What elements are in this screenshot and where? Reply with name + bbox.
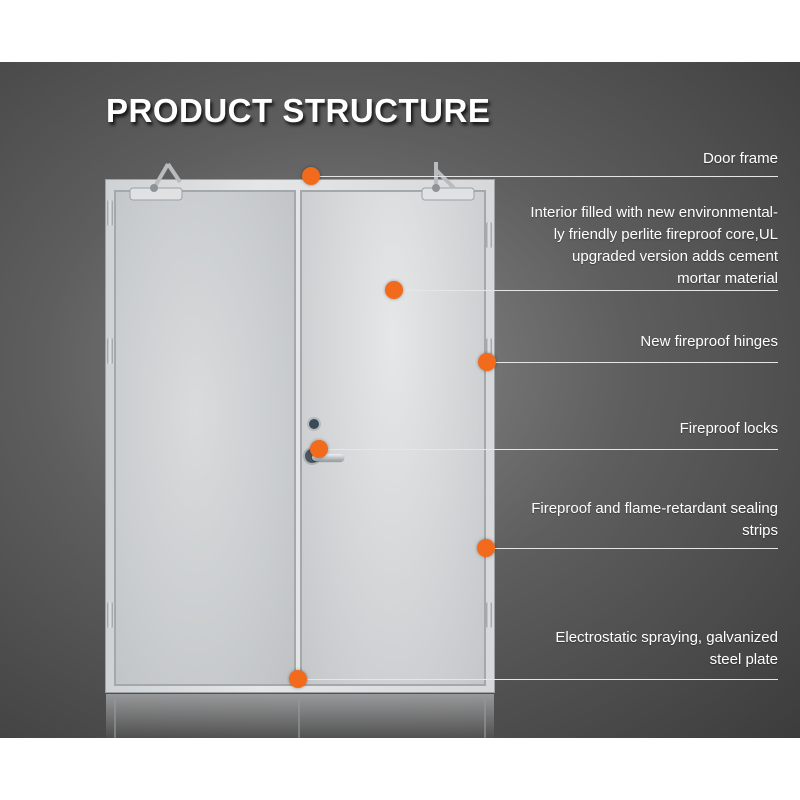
right-door-leaf <box>300 190 486 686</box>
page-title: PRODUCT STRUCTURE <box>106 92 491 129</box>
reflection-line <box>484 700 486 738</box>
callout-label-door-frame: Door frame <box>703 148 778 170</box>
callout-line: Door frame <box>702 150 778 167</box>
floor-reflection <box>106 694 494 738</box>
hotspot-hinges[interactable] <box>478 353 496 371</box>
leader-line-steel-plate <box>298 679 778 680</box>
hotspot-steel-plate[interactable] <box>289 670 307 688</box>
left-door-closer-icon <box>129 162 183 201</box>
callout-line: upgraded version adds cement <box>572 248 778 265</box>
leader-line-core <box>394 290 778 291</box>
lever-handle-icon <box>312 454 344 461</box>
leader-line-locks <box>319 449 778 450</box>
callout-line: Interior filled with new environmental- <box>530 204 778 221</box>
callout-line: Fireproof and flame-retardant sealing <box>531 500 778 517</box>
hotspot-sealing-strips[interactable] <box>477 539 495 557</box>
hinge-icon <box>107 338 113 364</box>
leader-line-sealing-strips <box>486 548 778 549</box>
right-door-closer-icon <box>421 162 475 201</box>
hinge-icon <box>486 338 492 364</box>
hotspot-core[interactable] <box>385 281 403 299</box>
hinge-icon <box>486 602 492 628</box>
callout-label-steel-plate: Electrostatic spraying, galvanized steel… <box>555 627 778 671</box>
callout-label-hinges: New fireproof hinges <box>640 331 778 353</box>
diagram-panel: PRODUCT STRUCTURE Door frame <box>0 62 800 738</box>
callout-line: ly friendly perlite fireproof core,UL <box>553 226 778 243</box>
callout-line: mortar material <box>677 270 778 287</box>
callout-label-sealing-strips: Fireproof and flame-retardant sealing st… <box>531 498 778 542</box>
reflection-line <box>298 700 300 738</box>
hinge-icon <box>107 602 113 628</box>
callout-line: steel plate <box>709 651 778 668</box>
hotspot-door-frame[interactable] <box>302 167 320 185</box>
callout-line: strips <box>742 522 778 539</box>
hotspot-locks[interactable] <box>310 440 328 458</box>
callout-line: Fireproof locks <box>679 420 778 437</box>
leader-line-hinges <box>487 362 778 363</box>
hinge-icon <box>486 222 492 248</box>
callout-label-core: Interior filled with new environmental- … <box>530 202 778 290</box>
left-door-leaf <box>114 190 296 686</box>
leader-line-door-frame <box>311 176 778 177</box>
callout-line: Electrostatic spraying, galvanized <box>555 629 778 646</box>
lock-cylinder-icon <box>309 419 319 429</box>
hinge-icon <box>107 200 113 226</box>
callout-label-locks: Fireproof locks <box>680 418 778 440</box>
callout-line: New fireproof hinges <box>640 333 778 350</box>
reflection-line <box>114 700 116 738</box>
